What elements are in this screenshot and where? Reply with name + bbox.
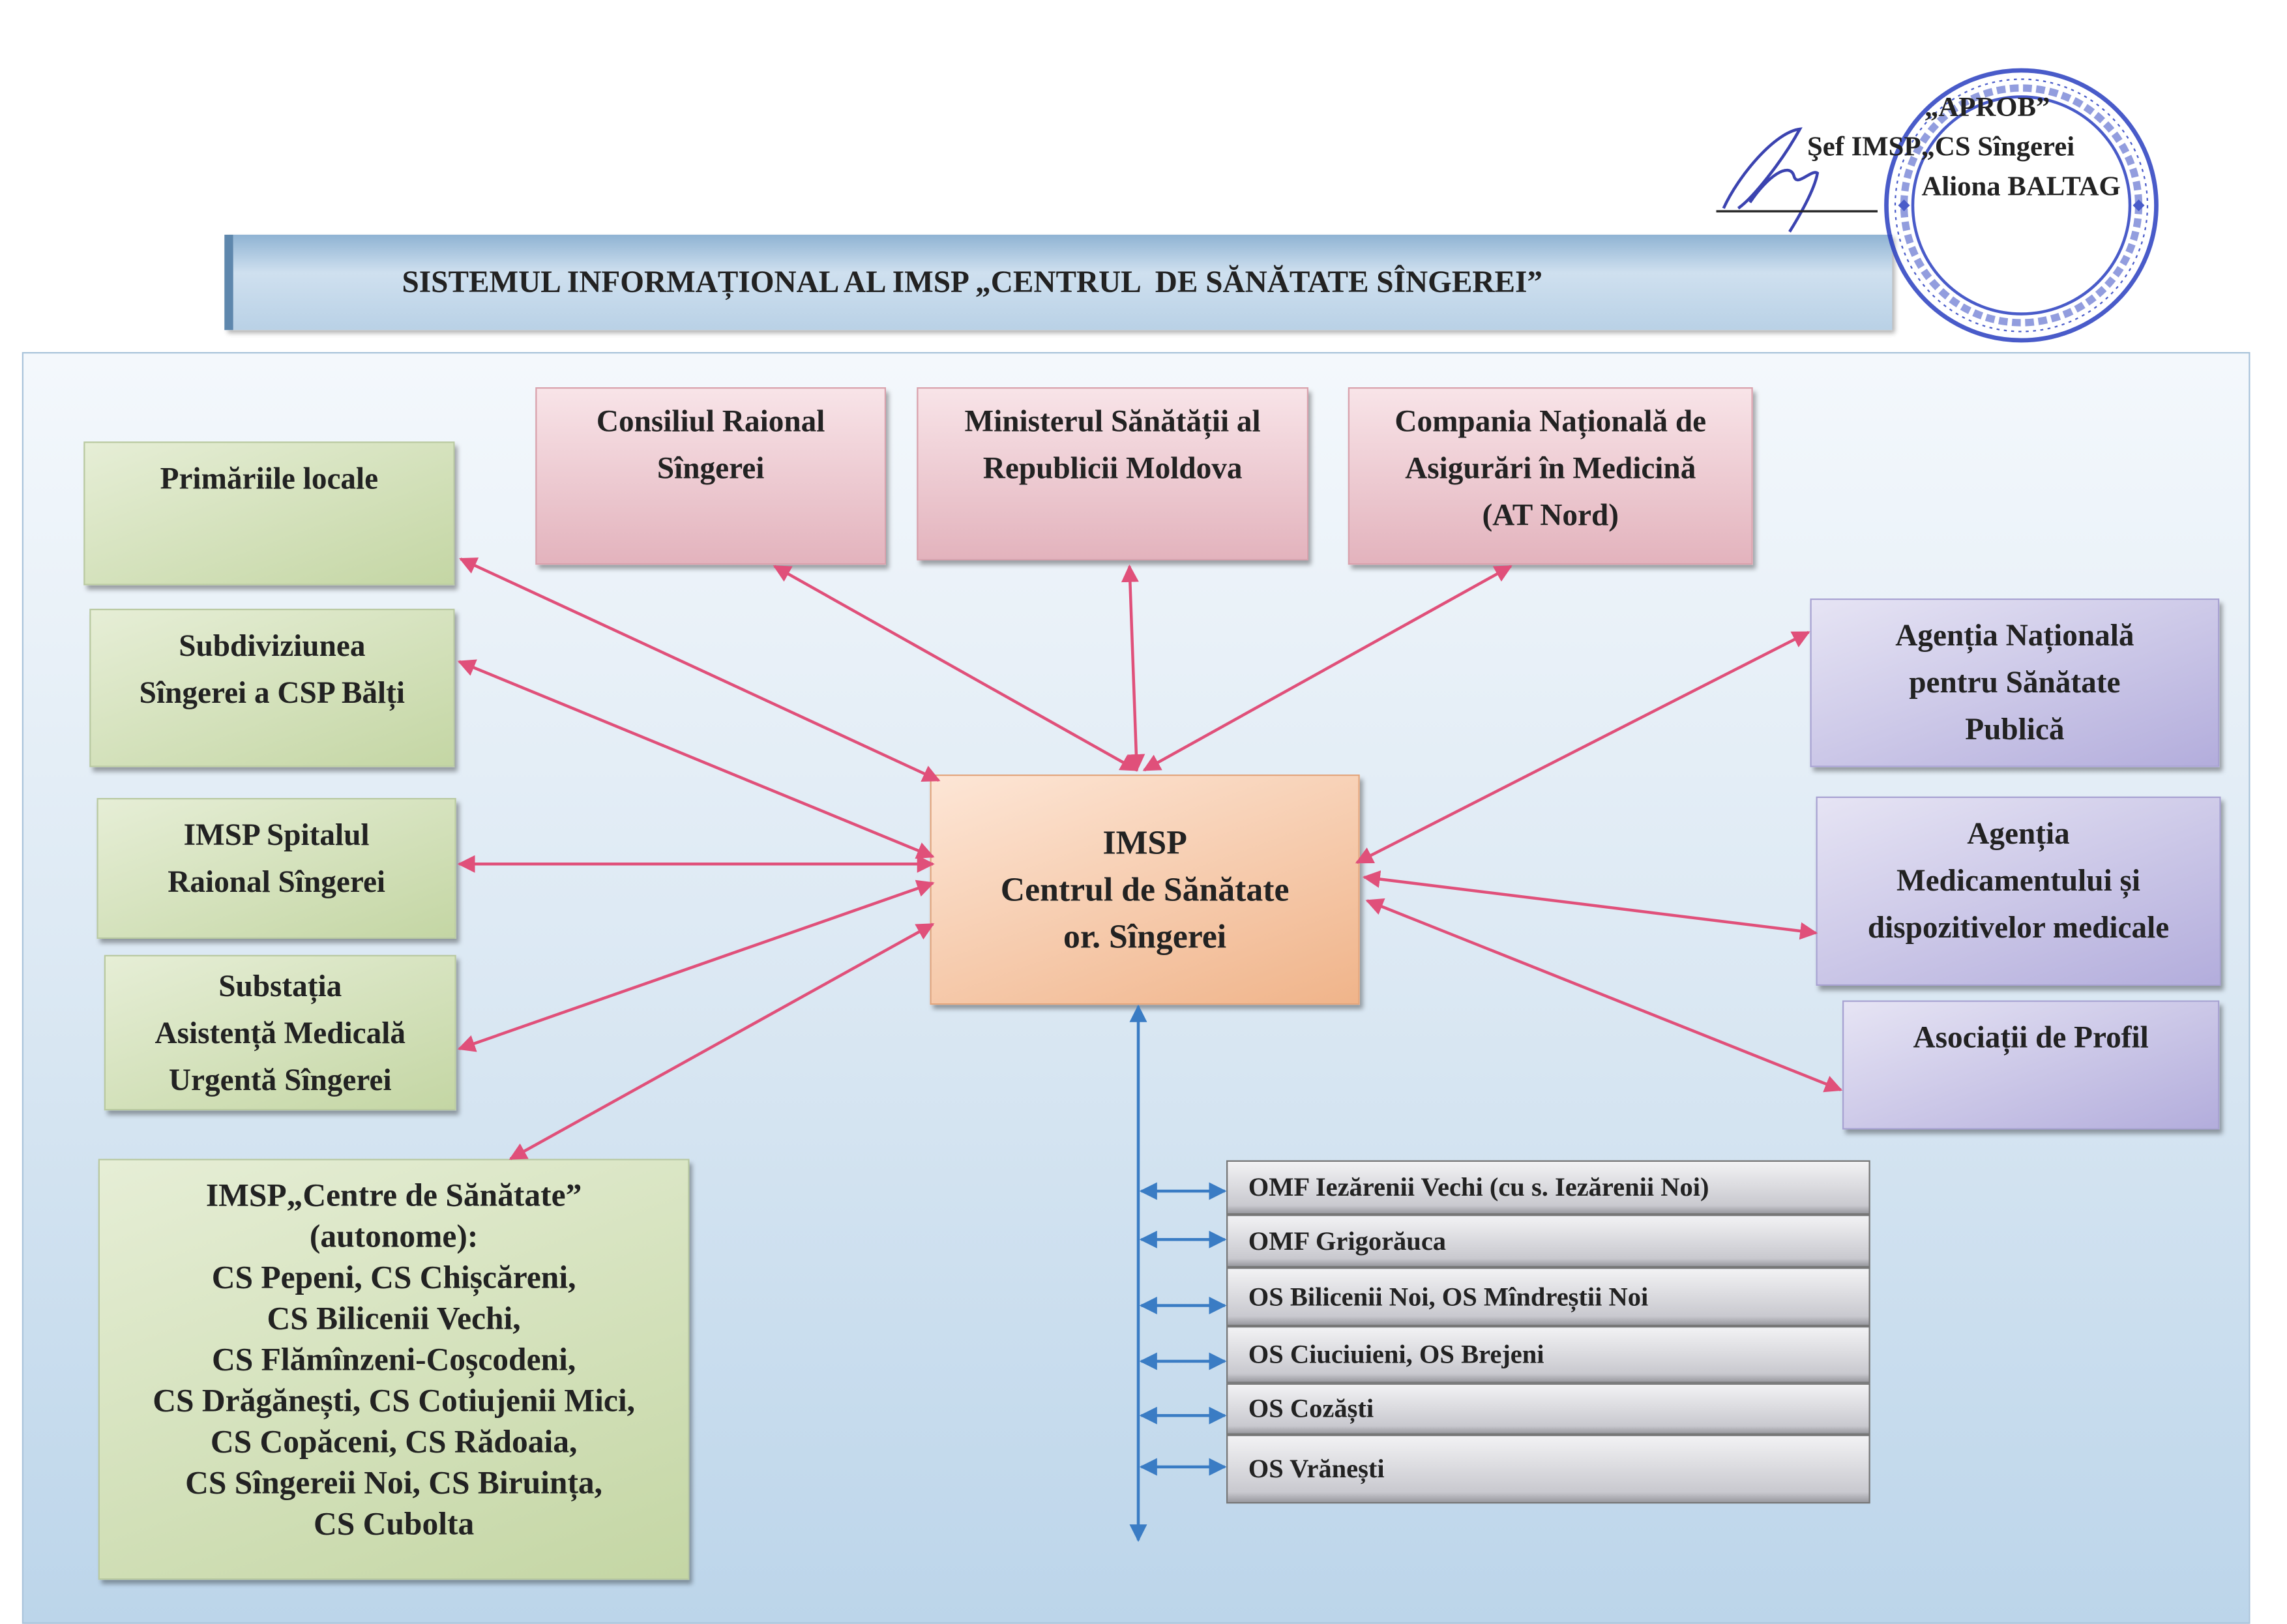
arrow-ansp bbox=[1355, 630, 1810, 864]
box-center-imsp: IMSP Centrul de Sănătate or. Sîngerei bbox=[930, 775, 1360, 1005]
branch-row: OMF Iezărenii Vechi (cu s. Iezărenii Noi… bbox=[1226, 1160, 1870, 1215]
official-stamp bbox=[1884, 68, 2159, 343]
branch-row: OS Ciuciuieni, OS Brejeni bbox=[1226, 1326, 1870, 1383]
arrow-amdm bbox=[1362, 870, 1818, 940]
arrow-substatia bbox=[457, 879, 935, 1052]
branch-row: OS Bilicenii Noi, OS Mîndreștii Noi bbox=[1226, 1267, 1870, 1326]
box-asociatii-de-profil: Asociații de Profil bbox=[1842, 1000, 2220, 1130]
branch-row: OS Cozăști bbox=[1226, 1383, 1870, 1435]
box-centre-de-sanatate: IMSP„Centre de Sănătate” (autonome): CS … bbox=[98, 1159, 690, 1580]
approval-position: Şef IMSP„CS Sîngerei bbox=[1807, 132, 2075, 163]
approval-block: „APROB” Şef IMSP„CS Sîngerei Aliona BALT… bbox=[1807, 88, 2189, 207]
branch-row: OS Vrănești bbox=[1226, 1434, 1870, 1504]
box-primariile-locale: Primăriile locale bbox=[83, 441, 455, 585]
branch-row: OMF Grigorăuca bbox=[1226, 1215, 1870, 1267]
box-subdiviziunea: Subdiviziunea Sîngerei a CSP Bălți bbox=[89, 608, 455, 767]
arrow-ministerul bbox=[1121, 564, 1145, 772]
arrow-subdiviziunea bbox=[457, 659, 935, 859]
signature bbox=[1716, 127, 1878, 233]
arrow-consiliul bbox=[773, 565, 1139, 772]
page-title: SISTEMUL INFORMAȚIONAL AL IMSP „CENTRUL … bbox=[402, 264, 1543, 299]
box-ministerul-sanatatii: Ministerul Sănătății al Republicii Moldo… bbox=[917, 387, 1308, 561]
approval-name: Aliona BALTAG bbox=[1921, 171, 2121, 203]
box-consiliul-raional: Consiliul Raional Sîngerei bbox=[535, 387, 886, 565]
box-spitalul-raional: IMSP Spitalul Raional Sîngerei bbox=[96, 798, 456, 939]
title-banner: SISTEMUL INFORMAȚIONAL AL IMSP „CENTRUL … bbox=[224, 235, 1893, 331]
box-agentia-sanatate-publica: Agenția Națională pentru Sănătate Public… bbox=[1810, 598, 2220, 767]
box-substatia: Substația Asistență Medicală Urgentă Sîn… bbox=[104, 954, 456, 1111]
box-agentia-medicamentului: Agenția Medicamentului și dispozitivelor… bbox=[1816, 796, 2221, 986]
approval-label: „APROB” bbox=[1925, 92, 2050, 123]
arrow-asociatii bbox=[1365, 898, 1843, 1093]
arrow-compania bbox=[1142, 565, 1512, 772]
box-compania-nationala: Compania Națională de Asigurări în Medic… bbox=[1348, 387, 1753, 565]
arrow-primarii bbox=[459, 557, 941, 782]
arrow-centre bbox=[509, 923, 935, 1160]
